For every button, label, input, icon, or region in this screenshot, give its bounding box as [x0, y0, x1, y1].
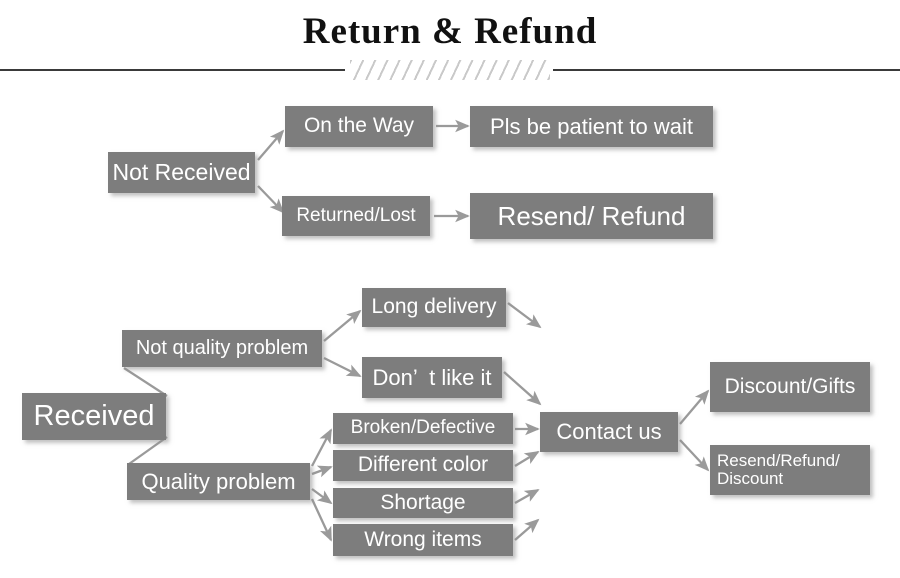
- connector-shortage-to-contact-us: [514, 488, 540, 505]
- connector-long-delivery-to-contact-us: [507, 302, 542, 329]
- node-don-t-like-it[interactable]: Don’ t like it: [362, 357, 502, 398]
- connector-not-quality-to-dont-like-it: [323, 356, 362, 378]
- connector-dont-like-it-to-contact-us: [503, 371, 542, 406]
- divider-rule-right: [553, 69, 900, 71]
- connector-quality-to-shortage: [311, 488, 333, 505]
- node-quality-problem[interactable]: Quality problem: [127, 463, 310, 500]
- node-pls-be-patient-to-wait[interactable]: Pls be patient to wait: [470, 106, 713, 147]
- connector-not-received-to-on-the-way: [257, 129, 285, 161]
- node-not-quality-problem[interactable]: Not quality problem: [122, 330, 322, 367]
- node-resend-refund-discount[interactable]: Resend/Refund/ Discount: [710, 445, 870, 495]
- connector-contact-us-to-resend-refund: [679, 439, 710, 472]
- connector-wrong-items-to-contact-us: [514, 518, 540, 541]
- connector-not-quality-to-long-delivery: [323, 309, 362, 342]
- node-different-color[interactable]: Different color: [333, 450, 513, 481]
- node-received[interactable]: Received: [22, 393, 166, 440]
- connector-not-received-to-returned-lost: [257, 185, 285, 214]
- node-broken-defective[interactable]: Broken/Defective: [333, 413, 513, 444]
- connector-quality-to-different-color: [311, 465, 333, 478]
- connector-received-to-not-quality: [123, 367, 168, 397]
- node-discount-gifts[interactable]: Discount/Gifts: [710, 362, 870, 412]
- node-returned-lost[interactable]: Returned/Lost: [282, 196, 430, 236]
- node-not-received[interactable]: Not Received: [108, 152, 255, 193]
- diagonal-hatch-divider-icon: [350, 60, 550, 80]
- node-resend-refund[interactable]: Resend/ Refund: [470, 193, 713, 239]
- node-long-delivery[interactable]: Long delivery: [362, 288, 506, 327]
- connector-different-color-to-contact-us: [514, 451, 540, 467]
- connector-contact-us-to-discount-gifts: [679, 389, 710, 425]
- node-shortage[interactable]: Shortage: [333, 488, 513, 518]
- node-wrong-items[interactable]: Wrong items: [333, 524, 513, 556]
- node-on-the-way[interactable]: On the Way: [285, 106, 433, 147]
- connector-quality-to-wrong-items: [310, 498, 333, 542]
- page-title: Return & Refund: [302, 11, 598, 52]
- connector-received-to-quality: [128, 436, 168, 465]
- divider-rule-left: [0, 69, 345, 71]
- node-contact-us[interactable]: Contact us: [540, 412, 678, 452]
- connector-quality-to-broken-defective: [310, 428, 333, 467]
